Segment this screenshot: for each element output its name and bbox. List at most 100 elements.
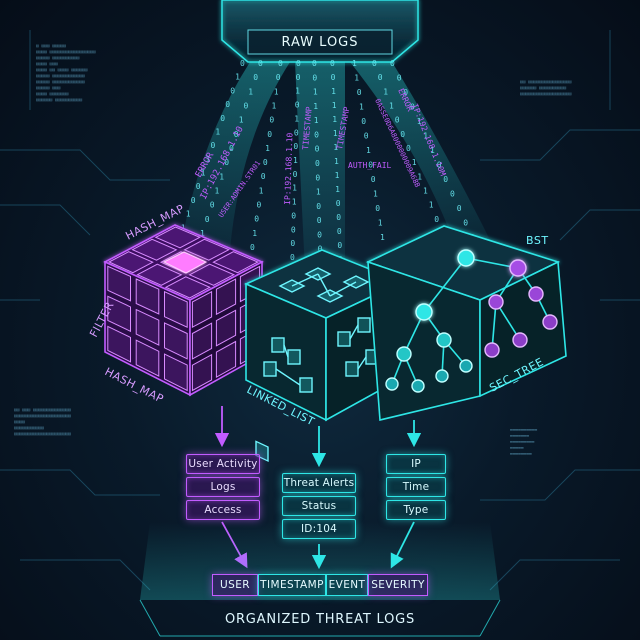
binary-digit: 0 bbox=[276, 73, 281, 82]
binary-digit: 1 bbox=[235, 73, 240, 82]
binary-digit: 0 bbox=[293, 142, 298, 151]
binary-digit: 0 bbox=[291, 225, 296, 234]
binary-digit: 0 bbox=[336, 199, 341, 208]
binary-digit: 0 bbox=[337, 227, 342, 236]
binary-digit: 0 bbox=[337, 241, 342, 250]
binary-digit: 0 bbox=[261, 172, 266, 181]
binary-digit: 0 bbox=[336, 213, 341, 222]
binary-digit: 1 bbox=[373, 190, 378, 199]
binary-digit: 0 bbox=[290, 253, 295, 262]
header-severity: SEVERITY bbox=[368, 574, 428, 596]
binary-digit: 0 bbox=[364, 132, 369, 141]
binary-digit: 0 bbox=[234, 130, 239, 139]
right-box-type: Type bbox=[386, 500, 446, 520]
binary-digit: 1 bbox=[272, 102, 277, 111]
hash-cell bbox=[136, 263, 183, 286]
binary-digit: 1 bbox=[201, 169, 206, 178]
binary-digit: 1 bbox=[248, 87, 253, 96]
binary-digit: 0 bbox=[315, 173, 320, 182]
hash-cell bbox=[107, 251, 154, 274]
highlight-cell bbox=[162, 251, 208, 274]
binary-digit: 1 bbox=[200, 229, 205, 238]
binary-digit: 0 bbox=[196, 182, 201, 191]
binary-digit: 1 bbox=[295, 87, 300, 96]
binary-streams: 0100010110011000101000110010011001001001… bbox=[176, 59, 475, 268]
binary-digit: 0 bbox=[372, 59, 377, 68]
stream-label: AUTH_FAIL bbox=[348, 161, 392, 170]
hash-cell bbox=[164, 276, 211, 299]
binary-digit: 1 bbox=[313, 88, 318, 97]
binary-digit: 0 bbox=[258, 59, 263, 68]
hash-cell bbox=[164, 322, 188, 360]
binary-digit: 0 bbox=[368, 161, 373, 170]
binary-digit: 1 bbox=[259, 186, 264, 195]
binary-digit: 1 bbox=[380, 233, 385, 242]
binary-digit: 1 bbox=[412, 158, 417, 167]
hash-cell bbox=[183, 238, 230, 261]
binary-digit: 1 bbox=[354, 74, 359, 83]
hash-cell bbox=[135, 339, 160, 377]
header-event: EVENT bbox=[326, 574, 368, 596]
binary-digit: 1 bbox=[359, 103, 364, 112]
binary-digit: 0 bbox=[263, 158, 268, 167]
middle-box-threat-alerts: Threat Alerts bbox=[282, 473, 356, 493]
hash-cell bbox=[215, 278, 237, 316]
binary-digit: 1 bbox=[430, 146, 435, 155]
binary-digit: 0 bbox=[317, 230, 322, 239]
binary-digit: 0 bbox=[437, 161, 442, 170]
hash-cell bbox=[107, 325, 131, 363]
binary-digit: 1 bbox=[334, 157, 339, 166]
binary-digit: 0 bbox=[205, 215, 210, 224]
binary-digit: 1 bbox=[332, 101, 337, 110]
stream-label: TIMESTAMP bbox=[301, 106, 314, 150]
binary-digit: 0 bbox=[295, 101, 300, 110]
binary-digit: 1 bbox=[417, 172, 422, 181]
binary-digit: 0 bbox=[229, 144, 234, 153]
binary-digit: 0 bbox=[224, 158, 229, 167]
binary-digit: 0 bbox=[293, 170, 298, 179]
binary-digit: 1 bbox=[292, 184, 297, 193]
binary-digit: 0 bbox=[210, 201, 215, 210]
binary-digit: 1 bbox=[423, 132, 428, 141]
binary-digit: 0 bbox=[294, 128, 299, 137]
binary-digit: 0 bbox=[371, 175, 376, 184]
binary-digit: 0 bbox=[378, 73, 383, 82]
stream-label: IP:192.168.1.10 bbox=[283, 132, 295, 205]
binary-digit: 0 bbox=[225, 100, 230, 109]
binary-digit: 0 bbox=[314, 130, 319, 139]
binary-digit: 1 bbox=[331, 87, 336, 96]
binary-digit: 0 bbox=[315, 145, 320, 154]
binary-digit: 1 bbox=[352, 59, 357, 68]
binary-digit: 1 bbox=[265, 144, 270, 153]
binary-digit: 1 bbox=[333, 129, 338, 138]
header-timestamp: TIMESTAMP bbox=[258, 574, 326, 596]
hash-grid bbox=[107, 226, 261, 392]
binary-digit: 1 bbox=[313, 102, 318, 111]
binary-digit: 1 bbox=[423, 187, 428, 196]
binary-digit: 0 bbox=[315, 159, 320, 168]
binary-digit: 0 bbox=[250, 243, 255, 252]
raw-logs-title: RAW LOGS bbox=[281, 34, 359, 50]
hash-cell bbox=[154, 226, 201, 249]
binary-digit: 0 bbox=[331, 73, 336, 82]
binary-digit: 1 bbox=[332, 115, 337, 124]
binary-digit: 1 bbox=[316, 188, 321, 197]
binary-digit: 1 bbox=[186, 210, 191, 219]
binary-digit: 1 bbox=[333, 143, 338, 152]
binary-digit: 0 bbox=[267, 130, 272, 139]
binary-digit: 0 bbox=[220, 114, 225, 123]
left-data-panel: ▤ ▤▤▤ ▤▤▤▤▤ ▤▤▤▤ ▤▤▤▤▤▤▤▤▤▤▤▤▤▤▤▤▤ ▤▤▤▤▤… bbox=[36, 44, 96, 103]
binary-digit: 0 bbox=[318, 245, 323, 254]
binary-digit: 0 bbox=[253, 73, 258, 82]
left-lower-panel: ▤▤ ▤▤▤ ▤▤▤▤▤▤▤▤▤▤▤▤▤▤ ▤▤▤▤▤▤▤▤▤▤▤▤▤▤▤▤▤▤… bbox=[14, 408, 71, 437]
organized-threat-logs-title: ORGANIZED THREAT LOGS bbox=[224, 611, 416, 627]
binary-digit: 1 bbox=[389, 102, 394, 111]
binary-digit: 1 bbox=[417, 117, 422, 126]
binary-digit: 0 bbox=[257, 201, 262, 210]
binary-digit: 0 bbox=[400, 130, 405, 139]
middle-box-id: ID:104 bbox=[282, 519, 356, 539]
binary-digit: 0 bbox=[191, 196, 196, 205]
binary-digit: 1 bbox=[429, 201, 434, 210]
binary-digit: 1 bbox=[292, 198, 297, 207]
header-user: USER bbox=[212, 574, 258, 596]
